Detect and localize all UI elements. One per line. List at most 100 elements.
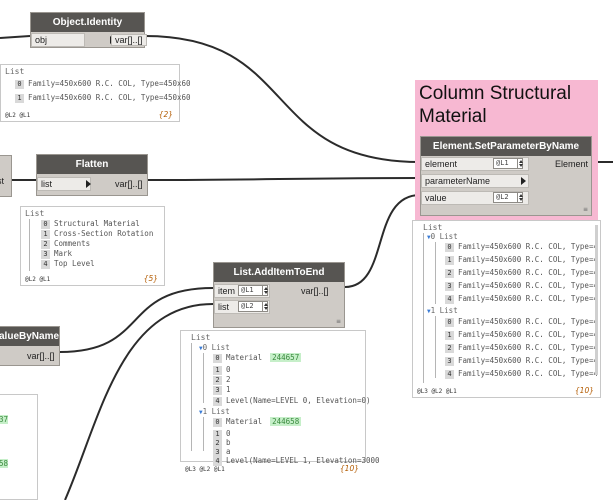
- lacing-spinner-icon[interactable]: [517, 158, 523, 169]
- node-object-identity[interactable]: Object.Identity obj var[]..[]: [30, 12, 147, 48]
- wire-flatten-to-parametername[interactable]: [147, 177, 421, 181]
- lacing-level-element[interactable]: @L1: [493, 158, 519, 169]
- collapse-icon[interactable]: ▼: [427, 234, 431, 241]
- preview-partial-left[interactable]: 37 58: [0, 394, 38, 500]
- node-value-by-name[interactable]: alueByName var[]..[]: [0, 326, 60, 366]
- group-title[interactable]: Column Structural Material: [419, 83, 572, 127]
- level-indicator: @L2 @L1: [5, 112, 31, 119]
- preview-head: List: [191, 333, 211, 342]
- wire-identity-to-element[interactable]: [144, 35, 421, 163]
- port-label: value: [425, 193, 447, 203]
- node-title[interactable]: Element.SetParameterByName: [421, 137, 591, 156]
- node-element-setparameterbyname[interactable]: Element.SetParameterByName element @L1 p…: [420, 136, 592, 216]
- node-list-additemtoend[interactable]: List.AddItemToEnd item @L1 list @L2 var[…: [213, 262, 345, 328]
- output-port-var[interactable]: var[]..[]: [301, 286, 329, 296]
- output-port-var[interactable]: var[]..[]: [115, 179, 143, 189]
- port-label: parameterName: [425, 176, 491, 186]
- lacing-level-item[interactable]: @L1: [238, 285, 264, 296]
- level-indicator: @L3 @L2 @L1: [185, 466, 225, 473]
- fragment-value: 37: [0, 415, 9, 424]
- sublist-header[interactable]: ▼0 List: [427, 232, 458, 241]
- sublist-header[interactable]: ▼1 List: [199, 407, 230, 416]
- port-arrow-icon: [86, 180, 91, 188]
- port-label: item: [218, 286, 236, 296]
- preview-head: List: [5, 67, 25, 76]
- sublist-header[interactable]: ▼1 List: [427, 306, 458, 315]
- wire-list-source-lower[interactable]: [64, 303, 214, 500]
- lacing-level-value[interactable]: @L2: [493, 192, 519, 203]
- resize-grip-icon[interactable]: ≡: [335, 318, 341, 325]
- output-port-var[interactable]: var[]..[]: [27, 351, 55, 361]
- lacing-spinner-icon[interactable]: [262, 301, 268, 312]
- resize-grip-icon[interactable]: ≡: [582, 206, 588, 213]
- node-title[interactable]: Object.Identity: [31, 13, 144, 32]
- lacing-spinner-icon[interactable]: [517, 192, 523, 203]
- output-port-element[interactable]: Element: [555, 159, 589, 169]
- preview-head: List: [423, 223, 443, 232]
- output-port-partial[interactable]: st: [0, 176, 5, 186]
- input-port-list[interactable]: list: [37, 177, 91, 191]
- lacing-level-list[interactable]: @L2: [238, 301, 264, 312]
- level-indicator: @L3 @L2 @L1: [417, 388, 457, 395]
- wire-valuebyname-to-item[interactable]: [59, 287, 214, 353]
- input-port-obj[interactable]: obj: [31, 33, 85, 47]
- level-indicator: @L2 @L1: [25, 276, 51, 283]
- preview-head: List: [25, 209, 45, 218]
- port-label: list: [218, 302, 229, 312]
- input-port-parametername[interactable]: parameterName: [421, 174, 529, 188]
- collapse-icon[interactable]: ▼: [427, 308, 431, 315]
- output-port-var[interactable]: var[]..[]: [111, 33, 147, 47]
- node-flatten[interactable]: Flatten list var[]..[]: [36, 154, 148, 196]
- fragment-value: 58: [0, 459, 9, 468]
- lacing-spinner-icon[interactable]: [262, 285, 268, 296]
- port-label: element: [425, 159, 458, 169]
- item-count: {5}: [143, 274, 158, 283]
- wire-left-to-identity[interactable]: [0, 35, 31, 39]
- node-title[interactable]: alueByName: [0, 327, 59, 346]
- node-title[interactable]: List.AddItemToEnd: [214, 263, 344, 282]
- item-count: {10}: [339, 464, 359, 473]
- node-title[interactable]: Flatten: [37, 155, 147, 174]
- collapse-icon[interactable]: ▼: [199, 409, 203, 416]
- sublist-header[interactable]: ▼0 List: [199, 343, 230, 352]
- scrollbar[interactable]: [595, 225, 598, 375]
- collapse-icon[interactable]: ▼: [199, 345, 203, 352]
- item-count: {10}: [574, 386, 594, 395]
- wire-addtoend-to-value[interactable]: [344, 194, 421, 288]
- item-count: {2}: [158, 110, 173, 119]
- port-label: list: [41, 179, 52, 189]
- node-partial-left[interactable]: st: [0, 155, 12, 197]
- port-label: obj: [35, 35, 48, 45]
